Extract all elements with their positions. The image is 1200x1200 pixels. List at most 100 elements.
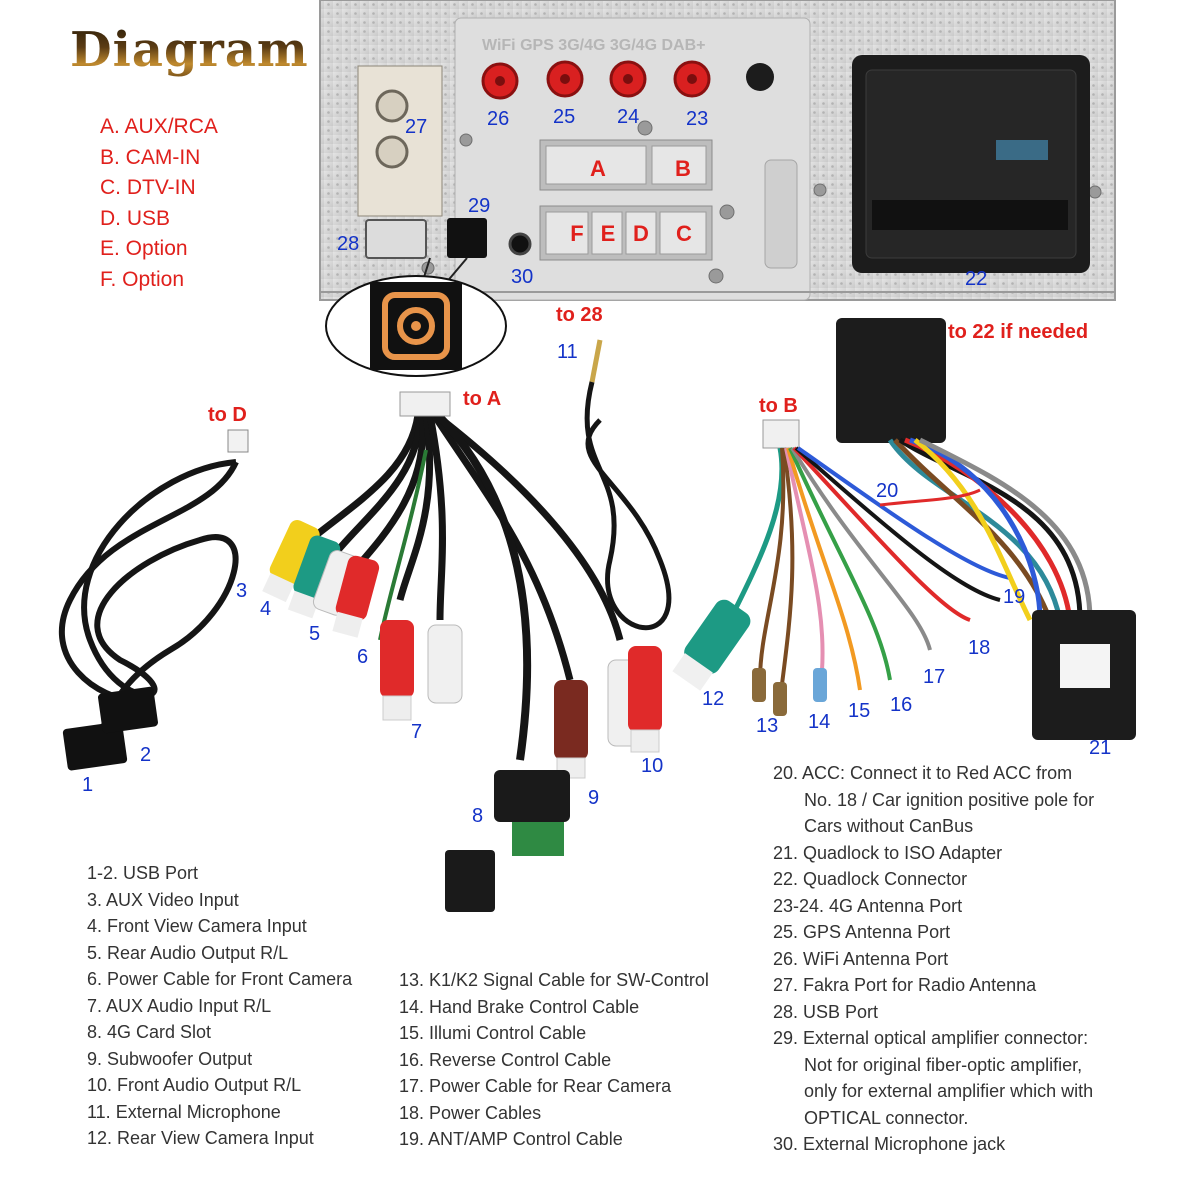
port-letter-f: F: [570, 221, 583, 246]
description-item: 4. Front View Camera Input: [87, 916, 307, 936]
usb-cable: [58, 429, 249, 771]
callout-to-28: to 28: [556, 304, 603, 326]
description-item: 9. Subwoofer Output: [87, 1048, 253, 1069]
part-number-18: 18: [968, 637, 990, 659]
description-continuation: Not for original fiber-optic amplifier,: [804, 1054, 1083, 1075]
usb-port: [365, 219, 427, 259]
part-number-20: 20: [876, 480, 898, 502]
description-lead: 20. ACC: Connect it to Red ACC from: [773, 763, 1073, 783]
description-item: 6. Power Cable for Front Camera: [87, 969, 353, 989]
description-item: 13. K1/K2 Signal Cable for SW-Control: [399, 970, 709, 990]
part-number-8: 8: [472, 805, 483, 827]
port-legend: A. AUX/RCA B. CAM-IN C. DTV-IN D. USB E.…: [100, 112, 218, 295]
part-number-27: 27: [405, 116, 427, 138]
part-number-19: 19: [1003, 586, 1025, 608]
port-letter-b: B: [675, 156, 691, 181]
legend-item-d: D. USB: [100, 206, 171, 230]
part-number-14: 14: [808, 711, 830, 733]
part-number-16: 16: [890, 694, 912, 716]
part-number-5: 5: [309, 623, 320, 645]
callout-to-a: to A: [463, 388, 501, 410]
connector-row-a-b: [539, 139, 713, 191]
optical-port: [447, 218, 487, 258]
description-continuation: only for external amplifier which with: [804, 1081, 1094, 1101]
part-number-6: 6: [357, 646, 368, 668]
description-continuation: Cars without CanBus: [804, 816, 974, 836]
description-item: 18. Power Cables: [399, 1102, 542, 1123]
description-item: 8. 4G Card Slot: [87, 1022, 212, 1042]
description-item: 27. Fakra Port for Radio Antenna: [773, 975, 1037, 995]
description-item: 10. Front Audio Output R/L: [87, 1075, 302, 1095]
callout-to-22: to 22 if needed: [948, 321, 1088, 343]
description-item: 25. GPS Antenna Port: [773, 922, 951, 942]
external-microphone-cable: [584, 339, 672, 630]
legend-item-b: B. CAM-IN: [100, 145, 201, 169]
callout-to-b: to B: [759, 395, 798, 417]
connector-row-f-e-d-c: [539, 205, 713, 261]
part-numbers: 1 2 3 4 5 6 7 8 9 10 11 12 13 14 15 16 1…: [82, 106, 1111, 827]
legend-item-c: C. DTV-IN: [100, 176, 196, 199]
description-item: 30. External Microphone jack: [773, 1134, 1006, 1154]
fakra-radio-antenna-port: [357, 65, 443, 217]
part-number-11: 11: [557, 341, 578, 363]
part-number-26: 26: [487, 108, 509, 130]
part-number-10: 10: [641, 755, 663, 777]
part-number-7: 7: [411, 721, 422, 743]
part-number-24: 24: [617, 106, 639, 128]
legend-item-a: A. AUX/RCA: [100, 115, 218, 138]
quadlock-iso-adapter: [836, 318, 1136, 740]
port-letter-c: C: [676, 221, 692, 246]
legend-item-e: E. Option: [100, 237, 188, 260]
description-item: 19. ANT/AMP Control Cable: [399, 1129, 623, 1149]
description-item: 17. Power Cable for Rear Camera: [399, 1076, 672, 1096]
microphone-jack: [508, 232, 532, 256]
part-number-15: 15: [848, 700, 870, 722]
port-letter-d: D: [633, 221, 649, 246]
part-number-4: 4: [260, 598, 271, 620]
description-item: 23-24. 4G Antenna Port: [773, 895, 963, 916]
description-item: 3. AUX Video Input: [87, 889, 239, 910]
part-number-17: 17: [923, 666, 945, 688]
part-number-1: 1: [82, 774, 93, 796]
description-list-left: 1-2. USB Port 3. AUX Video Input 4. Fron…: [87, 860, 352, 1152]
port-letter-a: A: [590, 156, 606, 181]
description-lead: 29. External optical amplifier connector…: [773, 1028, 1089, 1048]
part-number-30: 30: [511, 266, 533, 288]
description-item: 29. External optical amplifier connector…: [773, 1025, 1094, 1131]
rca-aux-harness: [262, 391, 662, 912]
legend-item-f: F. Option: [100, 267, 185, 291]
optical-port-zoom-callout: [325, 257, 507, 377]
camera-harness: [672, 419, 1011, 716]
part-number-21: 21: [1089, 737, 1111, 759]
description-item: 7. AUX Audio Input R/L: [87, 995, 272, 1016]
part-number-2: 2: [140, 744, 151, 766]
port-letter-e: E: [601, 221, 616, 246]
dab-antenna-port: [746, 63, 774, 91]
part-number-13: 13: [756, 715, 778, 737]
part-number-22: 22: [965, 268, 987, 290]
description-item: 16. Reverse Control Cable: [399, 1049, 612, 1070]
part-number-3: 3: [236, 580, 247, 602]
quadlock-connector: [852, 55, 1090, 273]
antenna-ports: [481, 60, 774, 100]
description-item: 22. Quadlock Connector: [773, 869, 968, 889]
description-item: 28. USB Port: [773, 1001, 879, 1022]
description-item: 21. Quadlock to ISO Adapter: [773, 842, 1003, 863]
part-number-28: 28: [337, 233, 359, 255]
part-number-12: 12: [702, 688, 724, 710]
description-continuation: OPTICAL connector.: [804, 1107, 969, 1128]
description-item: 14. Hand Brake Control Cable: [399, 996, 640, 1017]
page-title: Diagram: [70, 22, 309, 78]
description-item: 1-2. USB Port: [87, 863, 199, 883]
description-item: 12. Rear View Camera Input: [87, 1128, 314, 1148]
description-item: 5. Rear Audio Output R/L: [87, 942, 289, 963]
description-item: 15. Illumi Control Cable: [399, 1023, 587, 1043]
part-number-9: 9: [588, 787, 599, 809]
part-number-25: 25: [553, 106, 575, 128]
antenna-port-labels: WiFi GPS 3G/4G 3G/4G DAB+: [482, 37, 705, 54]
description-item: 11. External Microphone: [87, 1101, 281, 1122]
part-number-29: 29: [468, 195, 490, 217]
